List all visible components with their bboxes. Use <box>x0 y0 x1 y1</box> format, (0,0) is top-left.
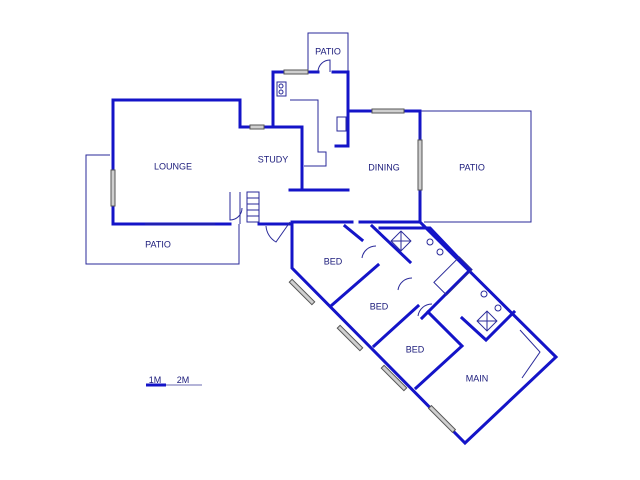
bath-icon <box>433 256 473 296</box>
passage-door <box>265 221 291 243</box>
study-window <box>249 124 265 130</box>
scale-label-1m: 1M <box>149 375 162 385</box>
bed2-window <box>336 324 364 352</box>
room-label-bed-2: BED <box>370 301 389 311</box>
room-label-dining: DINING <box>368 162 400 172</box>
main-window <box>427 404 457 434</box>
room-label-patio-right: PATIO <box>459 162 485 172</box>
room-label-lounge: LOUNGE <box>154 161 192 171</box>
kitchen-walls <box>271 59 350 192</box>
kitchen-window <box>283 69 309 75</box>
study-walls <box>238 124 304 226</box>
sink-icon <box>336 116 347 132</box>
entry-door <box>229 191 260 223</box>
scale-label-2m: 2M <box>177 375 190 385</box>
stove-icon <box>276 81 287 97</box>
dining-window-top <box>371 108 405 114</box>
toilet-icon <box>436 248 444 256</box>
scale-bar: 1M 2M <box>146 375 202 387</box>
room-label-main: MAIN <box>466 373 489 383</box>
bed3-window <box>380 364 408 392</box>
room-label-patio-top: PATIO <box>315 46 341 56</box>
ensuite-shower-icon <box>476 310 498 332</box>
room-label-bed-1: BED <box>324 256 343 266</box>
dining-sliding-door <box>417 139 423 191</box>
bedroom-wing-walls <box>288 219 559 446</box>
room-label-bed-3: BED <box>406 344 425 354</box>
room-label-patio-left: PATIO <box>145 239 171 249</box>
lounge-window <box>110 169 116 207</box>
basin-icon <box>426 238 434 246</box>
bed1-window <box>288 278 316 306</box>
patio-door <box>317 59 331 73</box>
lounge-walls <box>110 98 242 226</box>
bathroom-fixtures <box>390 230 502 332</box>
room-label-study: STUDY <box>258 154 289 164</box>
shower-icon <box>390 230 412 252</box>
dining-walls <box>346 108 423 224</box>
patio-outlines <box>85 32 532 265</box>
